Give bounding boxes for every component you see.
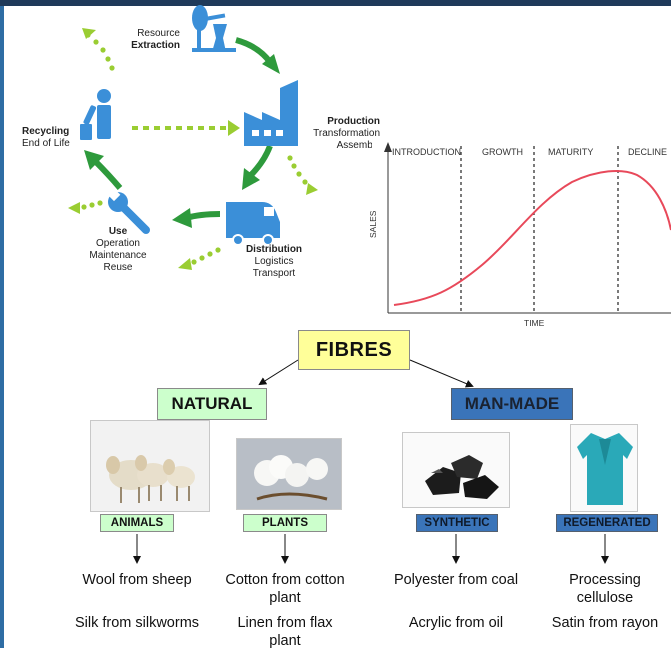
dotted-arrow-middle xyxy=(132,120,240,136)
dotted-arrow-bottom xyxy=(178,247,221,270)
dotted-arrow-right xyxy=(287,155,318,195)
plants-line-1: Cotton from cotton plant xyxy=(225,572,345,606)
regenerated-line-2: Satin from rayon xyxy=(551,615,659,631)
plants-line-2: Linen from flax plant xyxy=(237,615,333,649)
arrow-production-to-distribution xyxy=(247,144,273,179)
stage-decline: DECLINE xyxy=(628,147,668,157)
distribution-label: Distribution Logistics Transport xyxy=(245,244,303,279)
animals-line-1: Wool from sheep xyxy=(82,572,192,588)
stage-maturity: MATURITY xyxy=(548,147,594,157)
pump-jack-icon xyxy=(192,5,236,52)
cotton-photo xyxy=(236,438,342,510)
category-plants: PLANTS xyxy=(243,514,327,532)
category-animals: ANIMALS xyxy=(100,514,174,532)
factory-icon xyxy=(244,80,298,146)
coal-photo xyxy=(402,432,510,508)
synthetic-line-1: Polyester from coal xyxy=(393,572,519,588)
delivery-van-icon xyxy=(226,202,280,246)
natural-box: NATURAL xyxy=(157,388,267,420)
animals-line-2: Silk from silkworms xyxy=(74,615,200,631)
category-synthetic: SYNTHETIC xyxy=(416,514,498,532)
stage-introduction: INTRODUCTION xyxy=(392,147,461,157)
sales-curve xyxy=(393,170,671,306)
blouse-photo xyxy=(570,424,638,512)
fibres-root-box: FIBRES xyxy=(298,330,410,370)
dotted-arrows xyxy=(68,28,318,270)
plc-graphic xyxy=(372,140,671,330)
synthetic-line-2: Acrylic from oil xyxy=(408,615,504,631)
resource-extraction-label: Resource Extraction xyxy=(131,28,180,51)
stage-growth: GROWTH xyxy=(482,147,523,157)
dotted-arrow-top-left xyxy=(82,28,115,71)
recycling-label: Recycling End of Life xyxy=(22,126,70,149)
lifecycle-graphics xyxy=(68,5,318,270)
use-label: Use Operation Maintenance Reuse xyxy=(89,226,147,273)
sheep-photo xyxy=(90,420,210,512)
left-border xyxy=(0,6,4,648)
cycle-arrows xyxy=(84,37,280,228)
category-regenerated: REGENERATED xyxy=(556,514,658,532)
dotted-arrow-left xyxy=(68,200,103,214)
regenerated-line-1: Processing cellulose xyxy=(569,572,641,606)
wrench-icon xyxy=(107,188,150,234)
man-made-box: MAN-MADE xyxy=(451,388,573,420)
top-banner xyxy=(0,0,671,6)
person-recycling-icon xyxy=(80,89,111,140)
x-axis-label: TIME xyxy=(524,318,545,328)
arrow-use-to-recycling xyxy=(93,159,123,190)
production-label: Production Transformation Assembly xyxy=(313,116,380,151)
